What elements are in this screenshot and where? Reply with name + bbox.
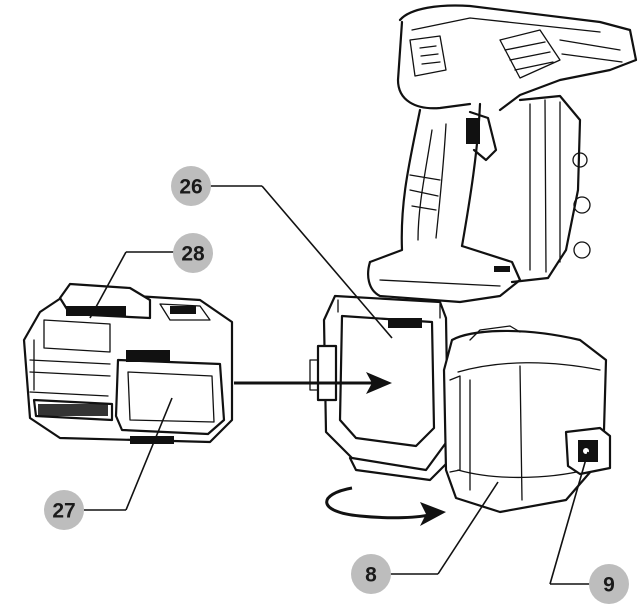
callout-28-label: 28: [181, 243, 205, 266]
battery-cover-drawing: [442, 325, 612, 514]
callout-27-label: 27: [52, 500, 75, 523]
callout-9: 9: [589, 564, 629, 604]
rotate-arrow: [325, 486, 446, 526]
callout-27: 27: [44, 490, 84, 530]
leader-8b: [437, 481, 499, 575]
callout-8: 8: [351, 554, 391, 594]
callout-26: 26: [171, 166, 211, 206]
callout-26-label: 26: [179, 176, 202, 199]
insert-arrow: [234, 372, 392, 394]
leader-27b: [125, 397, 173, 511]
tool-handle-drawing: [367, 4, 638, 304]
callout-8-label: 8: [365, 564, 377, 587]
leader-28b: [89, 251, 127, 319]
callout-9-label: 9: [603, 574, 615, 597]
callout-28: 28: [173, 233, 213, 273]
leader-9b: [549, 451, 589, 585]
leader-26b: [261, 185, 393, 339]
battery-pack-drawing: [22, 282, 234, 444]
